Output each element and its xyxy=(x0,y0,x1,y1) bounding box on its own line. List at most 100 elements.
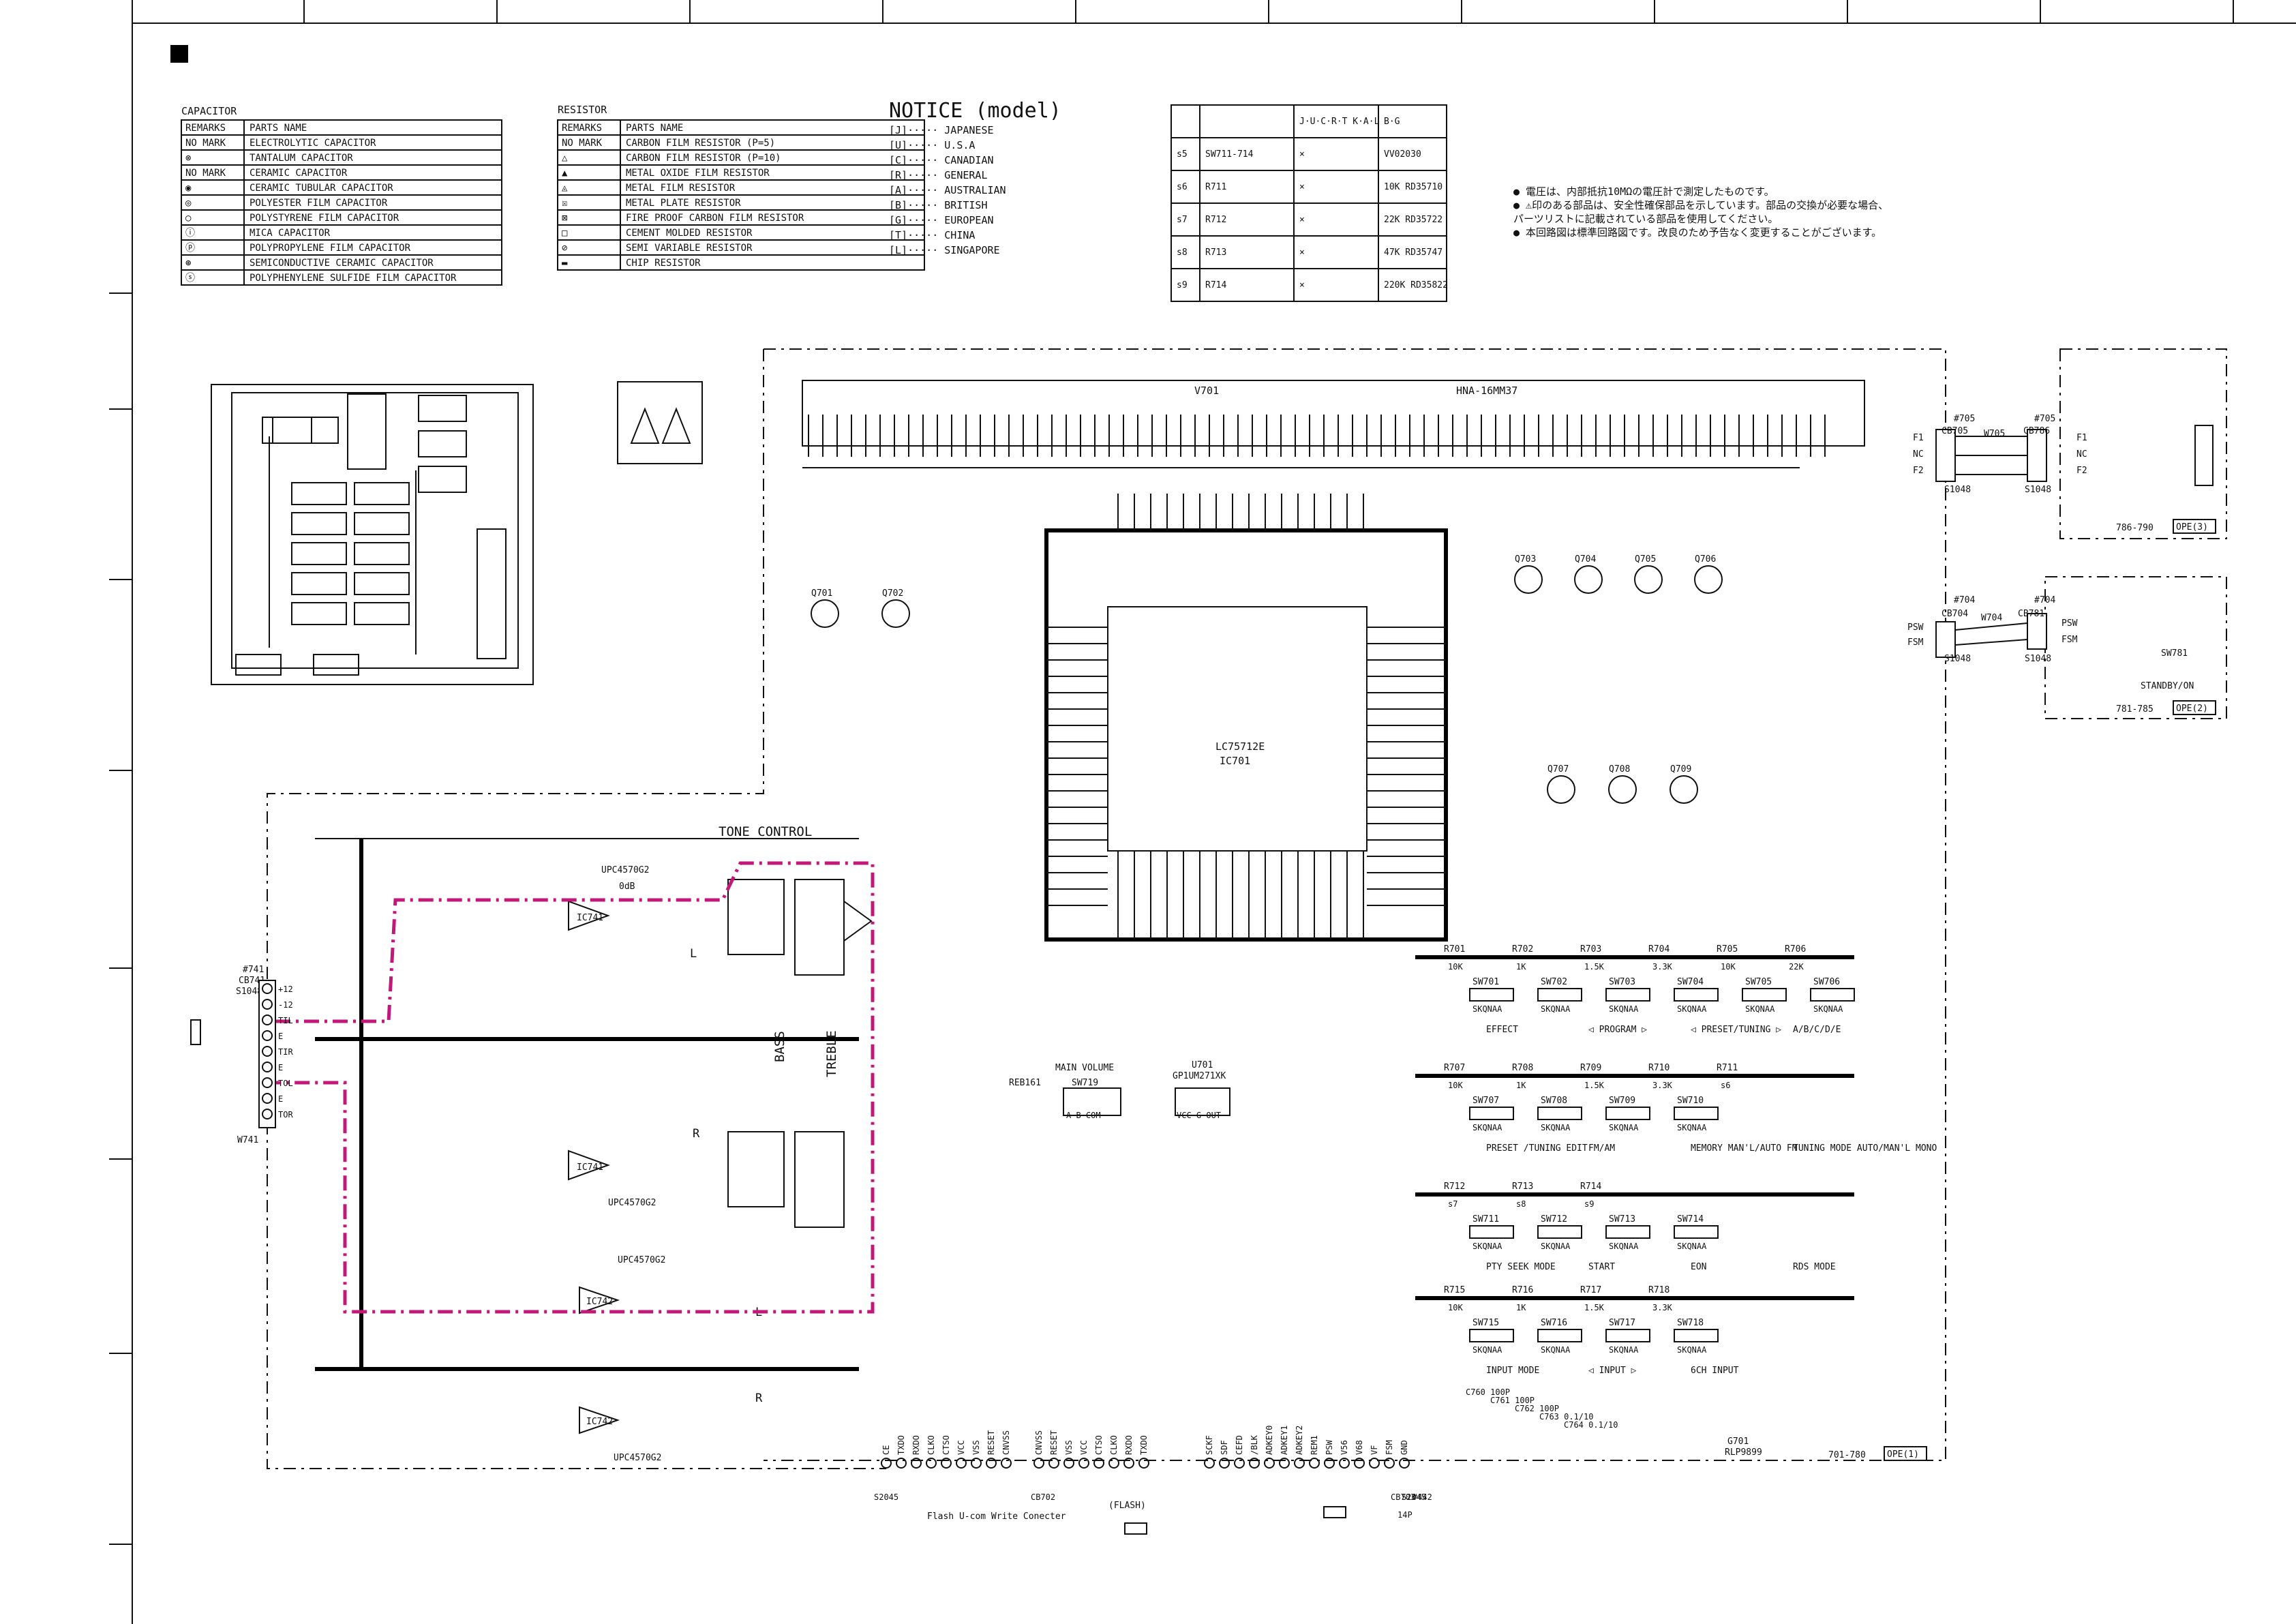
svg-text:LC75712E: LC75712E xyxy=(1215,740,1265,753)
cb741-pin-label: E xyxy=(278,1094,283,1104)
cb703-pin-label: V68 xyxy=(1355,1440,1364,1455)
cb741-pin-label: E xyxy=(278,1063,283,1072)
legend-remark: □ xyxy=(562,228,568,239)
cb703-pin xyxy=(1369,1458,1380,1469)
cb703-pin xyxy=(1309,1458,1320,1469)
switch-icon xyxy=(1810,988,1855,1002)
output-capacitor: C764 0.1/10 xyxy=(1564,1420,1618,1430)
cb703-pin-label: ADKEY1 xyxy=(1280,1426,1289,1455)
connector-pin xyxy=(262,1030,273,1041)
cb703-ref: CB703 xyxy=(1391,1492,1415,1502)
cb703-pin xyxy=(1279,1458,1290,1469)
svg-text:FSM: FSM xyxy=(2061,635,2078,645)
switch-part: SKQNAA xyxy=(1609,1242,1639,1251)
switch-label: SW711 xyxy=(1472,1214,1499,1224)
switch-part: SKQNAA xyxy=(1609,1004,1639,1014)
note-line: パーツリストに記載されている部品を使用してください。 xyxy=(1513,213,1778,225)
function-label: RDS MODE xyxy=(1793,1262,1836,1272)
function-label: EFFECT xyxy=(1486,1025,1518,1035)
legend-remark: NO MARK xyxy=(185,138,226,149)
transistor-icon xyxy=(1634,565,1663,594)
resistor-label: R713 xyxy=(1512,1182,1533,1192)
legend-remark: ◉ xyxy=(185,183,192,194)
svg-text:UPC4570G2: UPC4570G2 xyxy=(618,1255,665,1265)
switch-label: SW712 xyxy=(1541,1214,1567,1224)
notice-item: [L]····· SINGAPORE xyxy=(889,244,1000,256)
switch-label: SW716 xyxy=(1541,1318,1567,1328)
switch-icon xyxy=(1537,1225,1582,1239)
resistor-value: 3.3K xyxy=(1652,962,1673,972)
ic741-lower-icon xyxy=(568,1149,610,1181)
output-capacitor: C763 0.1/10 xyxy=(1539,1412,1593,1422)
svg-text:#705: #705 xyxy=(1954,414,1975,424)
flash-pin-label: CNVSS xyxy=(1001,1430,1011,1455)
switch-icon xyxy=(1605,1329,1650,1342)
function-label: ◁ PRESET/TUNING ▷ xyxy=(1691,1025,1781,1035)
cb703-pin-label: /BLK xyxy=(1250,1434,1259,1455)
svg-text:F2: F2 xyxy=(2076,466,2087,476)
svg-text:MAIN VOLUME: MAIN VOLUME xyxy=(1055,1063,1114,1073)
ic701-controller: LC75712E IC701 xyxy=(1044,494,1448,942)
switch-icon xyxy=(1674,988,1719,1002)
flash-pin-label: VCC xyxy=(956,1440,966,1455)
resistor-value: s6 xyxy=(1721,1081,1730,1090)
resistor-label: R712 xyxy=(1444,1182,1465,1192)
svg-text:REB161: REB161 xyxy=(1009,1078,1041,1088)
main-board-boundary xyxy=(267,348,2227,1469)
cb741-pin-label: TIR xyxy=(278,1047,293,1057)
legend-part: CERAMIC TUBULAR CAPACITOR xyxy=(250,183,393,194)
resistor-label: R714 xyxy=(1580,1182,1601,1192)
cb703-pin xyxy=(1264,1458,1275,1469)
svg-text:A B COM: A B COM xyxy=(1066,1111,1101,1120)
transistor-label: Q705 xyxy=(1635,554,1656,565)
legend-part: METAL FILM RESISTOR xyxy=(626,183,736,194)
svg-text:U701: U701 xyxy=(1192,1060,1213,1070)
note-line: ● ⚠印のある部品は、安全性確保部品を示しています。部品の交換が必要な場合、 xyxy=(1513,199,1888,211)
cb741-pin-label: -12 xyxy=(278,1000,293,1010)
switch-part: SKQNAA xyxy=(1472,1242,1502,1251)
svg-text:CAPACITOR: CAPACITOR xyxy=(181,105,237,117)
switch-part: SKQNAA xyxy=(1472,1004,1502,1014)
cb703-pin xyxy=(1234,1458,1245,1469)
model-value: × xyxy=(1299,149,1305,160)
switch-icon xyxy=(1742,988,1787,1002)
resistor-value: 1.5K xyxy=(1584,962,1605,972)
cb703-ref: S2045 xyxy=(1402,1492,1426,1502)
connector-pin xyxy=(262,1046,273,1057)
switch-icon xyxy=(1674,1107,1719,1120)
tone-control-section: TONE CONTROL IC741 UPC4570G2 0dB IC741 U… xyxy=(315,824,873,1463)
legend-part: POLYPHENYLENE SULFIDE FILM CAPACITOR xyxy=(250,273,457,284)
svg-text:W704: W704 xyxy=(1981,613,2002,623)
legend-remark: ⊘ xyxy=(562,243,568,254)
switch-label: SW707 xyxy=(1472,1096,1499,1106)
connector-pin xyxy=(262,1077,273,1088)
function-label: A/B/C/D/E xyxy=(1793,1025,1841,1035)
flash2-pin-label: VCC xyxy=(1079,1440,1089,1455)
svg-text:PSW: PSW xyxy=(2061,618,2078,629)
legend-part: POLYSTYRENE FILM CAPACITOR xyxy=(250,213,399,224)
notice-item: [C]····· CANADIAN xyxy=(889,154,994,166)
transistor-label: Q708 xyxy=(1609,764,1630,775)
ic742-lower-icon xyxy=(579,1406,620,1434)
resistor-value: 10K xyxy=(1448,1303,1463,1312)
ground-g701: G701 RLP9899 701-780 OPE(1) xyxy=(1725,1437,1927,1461)
flash-pin-label: VSS xyxy=(971,1440,981,1455)
svg-text:VCC G OUT: VCC G OUT xyxy=(1177,1111,1221,1120)
legend-part: METAL OXIDE FILM RESISTOR xyxy=(626,168,770,179)
legend-part: PARTS NAME xyxy=(626,123,683,134)
flash-pin-label: RXDO xyxy=(911,1435,921,1455)
switch-icon xyxy=(1605,1107,1650,1120)
transistor-icon xyxy=(1574,565,1603,594)
cb703-pin xyxy=(1294,1458,1305,1469)
function-label: TUNING MODE AUTO/MAN'L MONO xyxy=(1793,1143,1937,1154)
svg-text:#705: #705 xyxy=(2034,414,2055,424)
switch-part: SKQNAA xyxy=(1541,1345,1571,1355)
svg-text:0dB: 0dB xyxy=(619,882,635,892)
cb703-pin-label: V56 xyxy=(1340,1440,1349,1455)
legend-part: MICA CAPACITOR xyxy=(250,228,331,239)
switch-label: SW717 xyxy=(1609,1318,1635,1328)
legend-remark: REMARKS xyxy=(562,123,602,134)
svg-text:#704: #704 xyxy=(1954,595,1975,605)
ic701-core xyxy=(1107,606,1368,852)
notice-box: NOTICE (model) [J]····· JAPANESE[U]·····… xyxy=(889,99,1061,256)
